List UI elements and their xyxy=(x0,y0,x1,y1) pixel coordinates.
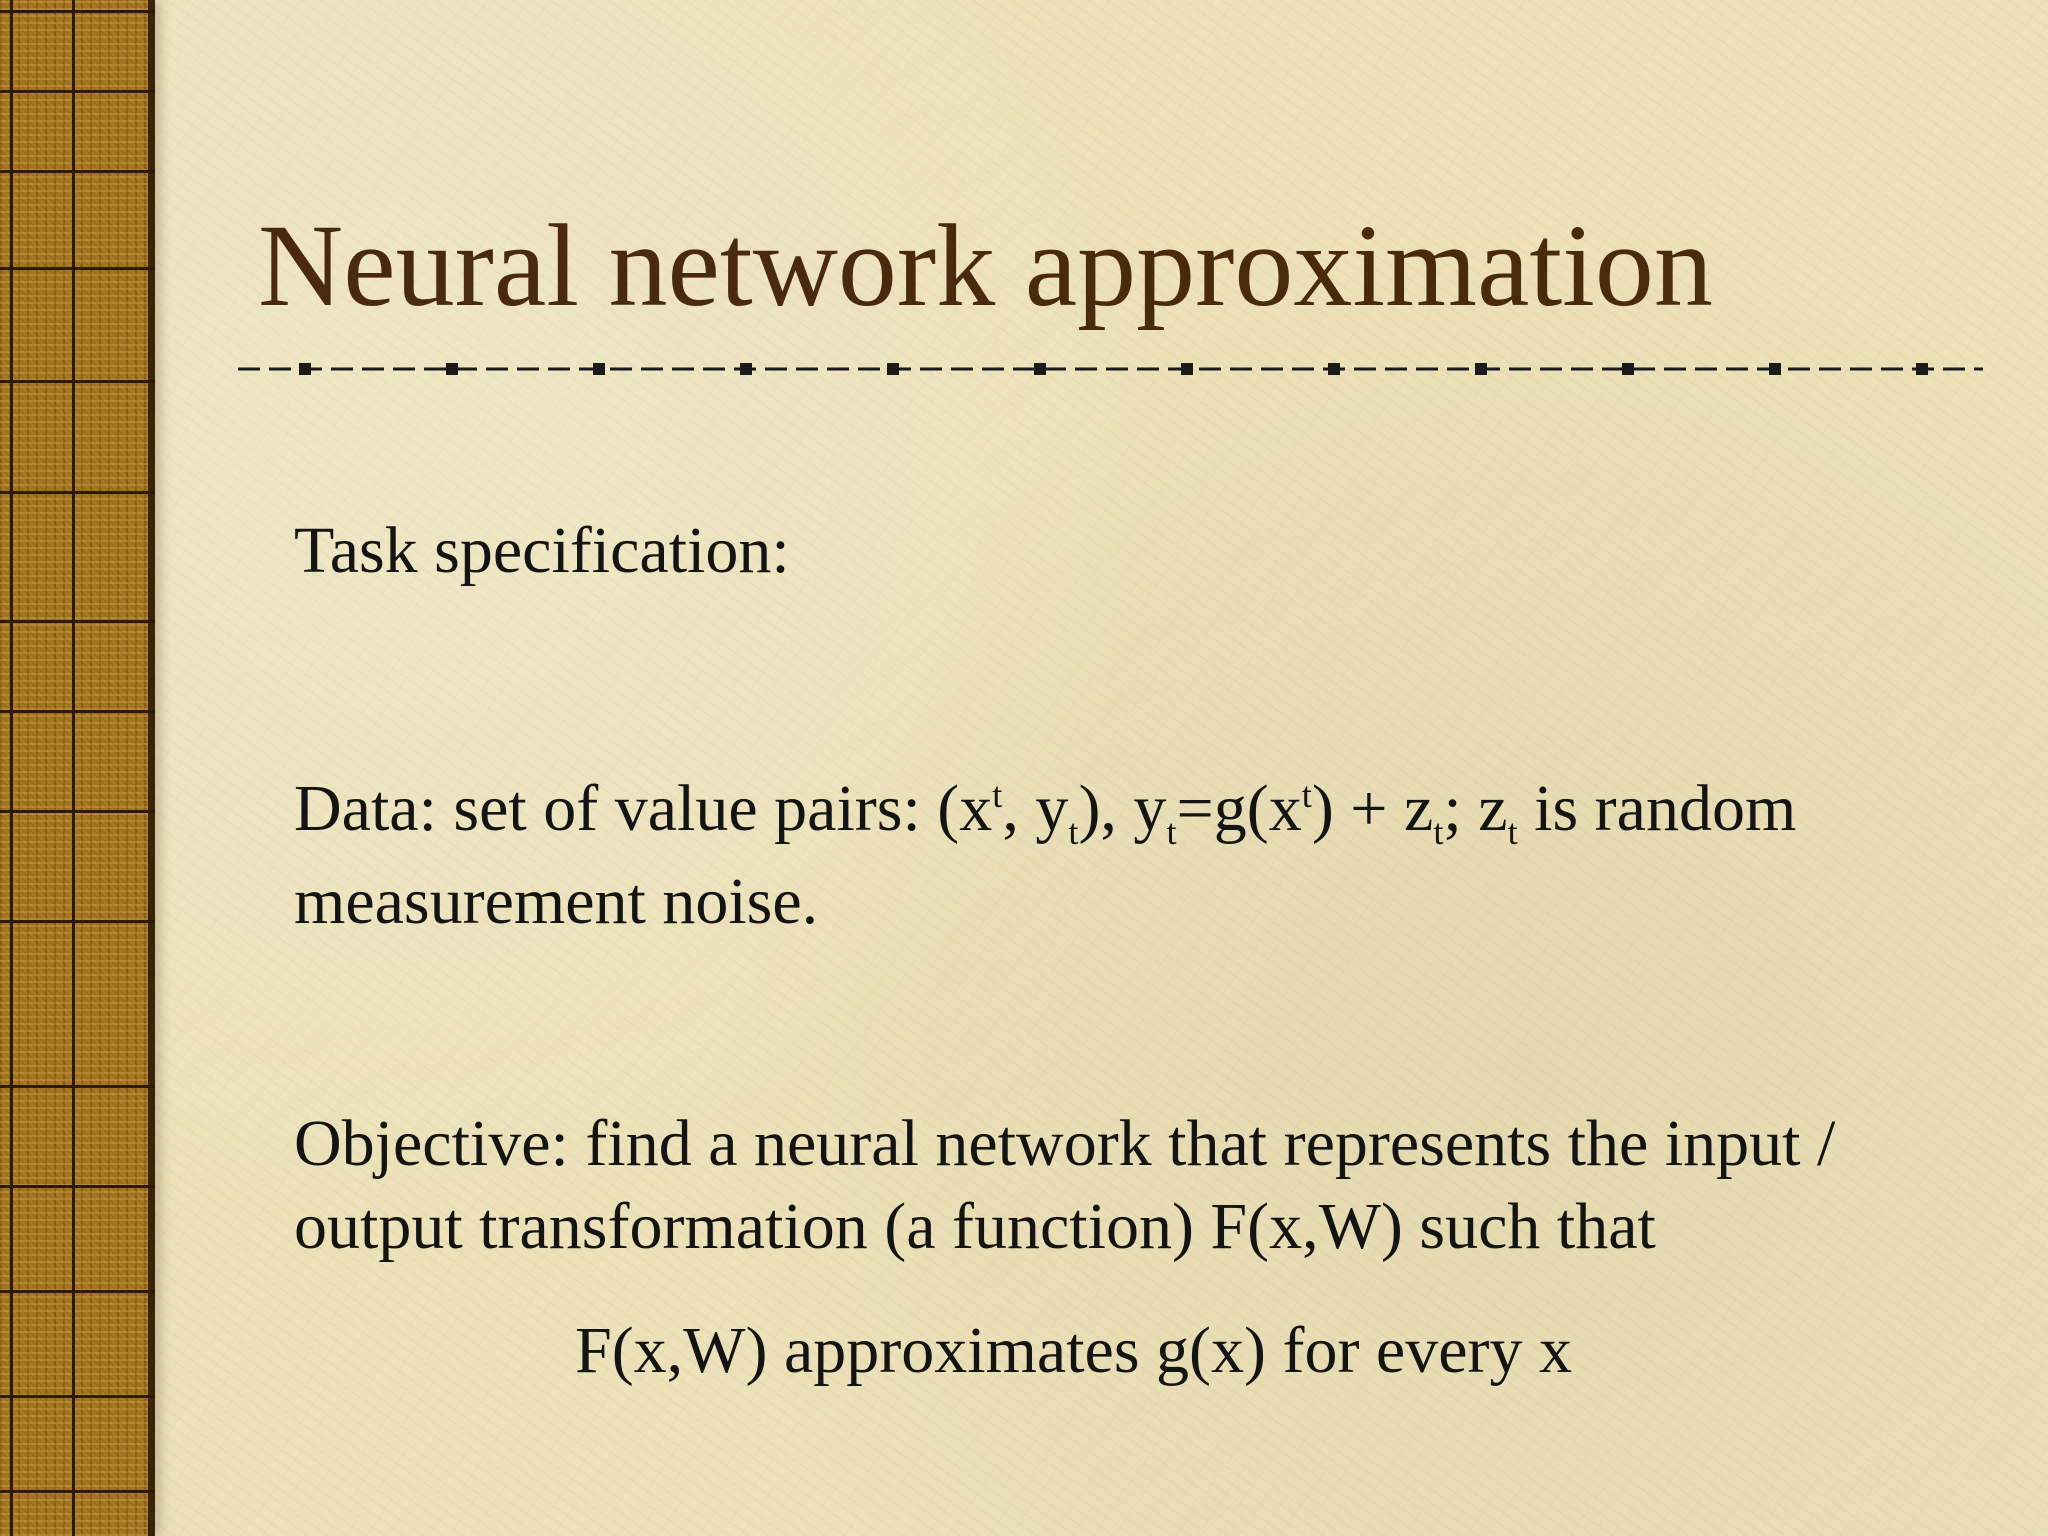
sidebar-divider xyxy=(72,0,75,1536)
sidebar-divider xyxy=(0,620,155,623)
subscript: t xyxy=(1433,812,1444,853)
divider-dot xyxy=(1181,363,1193,375)
slide-title: Neural network approximation xyxy=(258,200,1713,331)
sidebar-divider xyxy=(0,380,155,383)
divider-dot xyxy=(1769,363,1781,375)
sidebar-divider xyxy=(0,920,155,923)
data-text: is random measurement noise. xyxy=(294,772,1797,938)
sidebar-divider xyxy=(0,710,155,713)
divider-dot xyxy=(446,363,458,375)
data-text: , y xyxy=(1002,772,1069,845)
sidebar-divider xyxy=(0,1290,155,1293)
sidebar-divider xyxy=(0,170,155,173)
data-text: ), y xyxy=(1078,772,1167,845)
formula-text: F(x,W) approximates g(x) for every x xyxy=(575,1314,1572,1387)
sidebar-divider xyxy=(0,491,155,494)
subscript: t xyxy=(1068,812,1079,853)
data-description: Data: set of value pairs: (xt, yt), yt=g… xyxy=(294,762,1934,948)
data-text: =g(x xyxy=(1176,772,1302,845)
sidebar-divider xyxy=(0,810,155,813)
divider-dot xyxy=(1475,363,1487,375)
divider-dot xyxy=(1034,363,1046,375)
subscript: t xyxy=(1166,812,1177,853)
superscript: t xyxy=(1301,775,1312,815)
divider-dot xyxy=(593,363,605,375)
sidebar-divider xyxy=(0,1395,155,1398)
divider-dot xyxy=(887,363,899,375)
data-text: ; z xyxy=(1443,772,1508,845)
task-specification-label: Task specification: xyxy=(294,514,790,587)
objective-text: Objective: find a neural network that re… xyxy=(294,1107,1836,1263)
divider-dot xyxy=(299,363,311,375)
data-text: Data: set of value pairs: (x xyxy=(294,772,993,845)
decorative-sidebar xyxy=(0,0,155,1536)
divider-dot xyxy=(1328,363,1340,375)
subscript: t xyxy=(1507,812,1518,853)
data-text: ) + z xyxy=(1311,772,1434,845)
divider-dot xyxy=(740,363,752,375)
sidebar-edge xyxy=(148,0,155,1536)
sidebar-divider xyxy=(0,1490,155,1493)
sidebar-divider xyxy=(0,1085,155,1088)
title-divider xyxy=(238,363,1983,375)
divider-dot xyxy=(1916,363,1928,375)
sidebar-divider xyxy=(10,0,13,1536)
divider-dot xyxy=(1622,363,1634,375)
superscript: t xyxy=(992,775,1003,815)
sidebar-divider xyxy=(0,1185,155,1188)
sidebar-divider xyxy=(0,267,155,270)
sidebar-divider xyxy=(0,10,155,13)
sidebar-divider xyxy=(0,90,155,93)
